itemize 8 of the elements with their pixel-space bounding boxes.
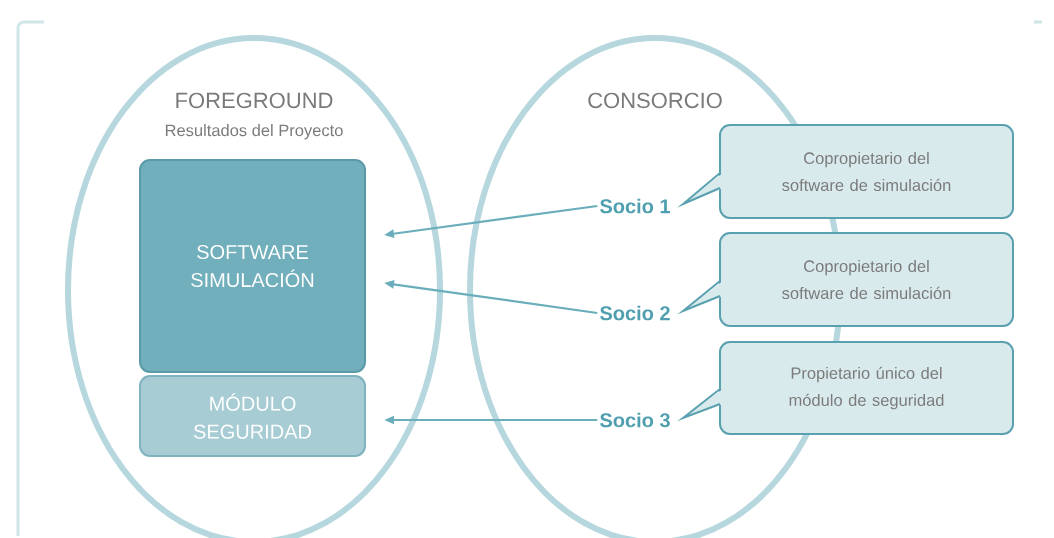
partner-label: Socio 1 xyxy=(600,198,670,214)
module-box: SOFTWARE SIMULACIÓN xyxy=(139,159,366,373)
module-box: MÓDULO SEGURIDAD xyxy=(139,375,366,457)
speech-bubble: Propietario único del módulo de seguridad xyxy=(677,341,1014,435)
speech-bubble: Copropietario del software de simulación xyxy=(677,232,1014,327)
partner-label: Socio 3 xyxy=(600,412,670,428)
partner-label: Socio 2 xyxy=(600,305,670,321)
speech-bubble: Copropietario del software de simulación xyxy=(677,124,1014,219)
